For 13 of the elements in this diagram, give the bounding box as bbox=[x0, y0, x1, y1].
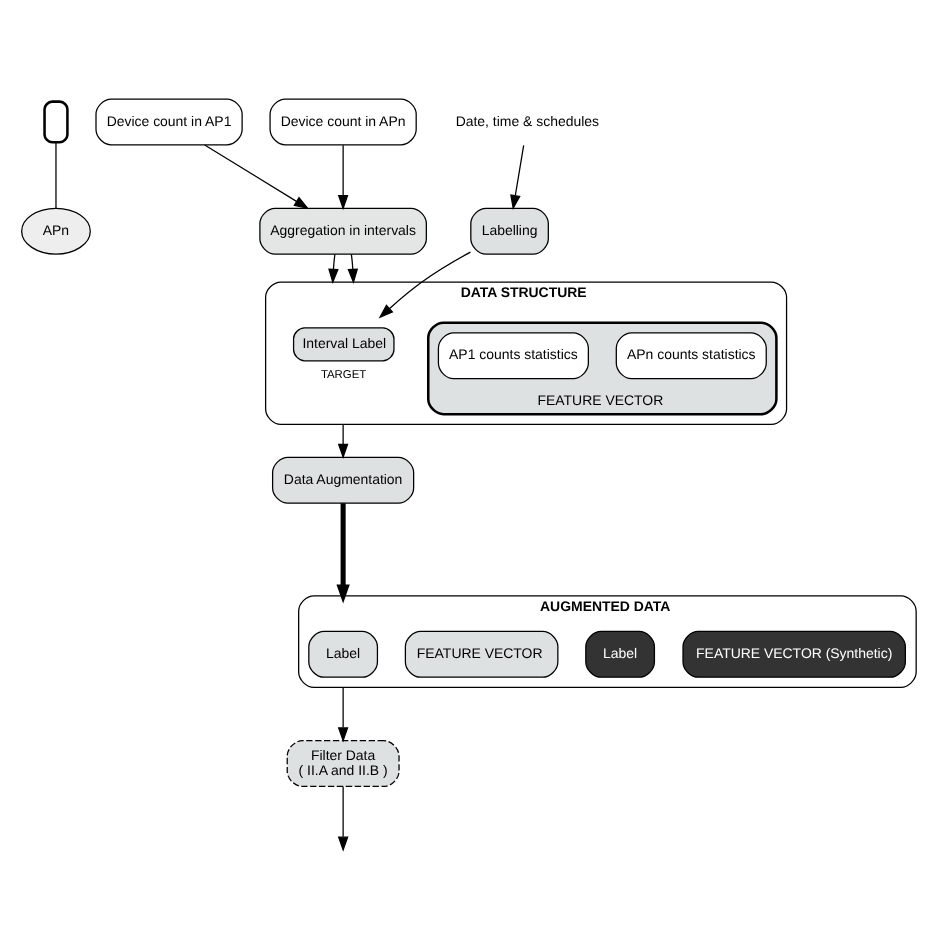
arrow bbox=[510, 143, 525, 210]
arrow bbox=[336, 502, 350, 603]
arrow bbox=[347, 252, 359, 283]
arrow bbox=[328, 252, 339, 283]
arrow bbox=[204, 143, 310, 209]
arrow bbox=[337, 785, 349, 851]
connector bbox=[55, 140, 57, 208]
arrow bbox=[337, 143, 349, 210]
arrow bbox=[337, 685, 349, 742]
cluster bbox=[427, 320, 778, 415]
arrow bbox=[378, 250, 472, 318]
arrow bbox=[337, 422, 349, 458]
node-phone bbox=[43, 99, 69, 143]
